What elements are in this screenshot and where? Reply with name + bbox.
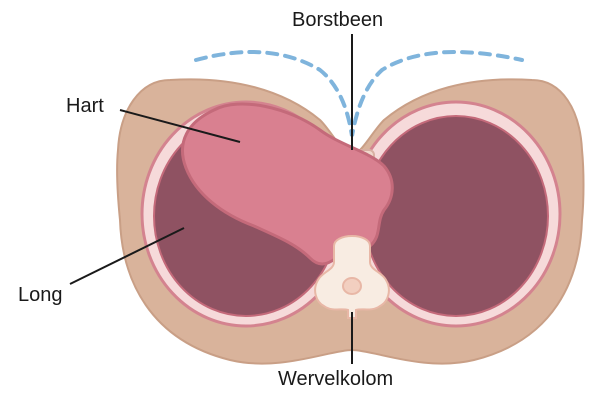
spinal-canal <box>343 278 361 294</box>
lung-label: Long <box>18 285 63 305</box>
right-lung <box>364 116 548 316</box>
spine-label: Wervelkolom <box>278 369 393 389</box>
sternum-label: Borstbeen <box>292 10 383 30</box>
heart-label: Hart <box>66 96 104 116</box>
